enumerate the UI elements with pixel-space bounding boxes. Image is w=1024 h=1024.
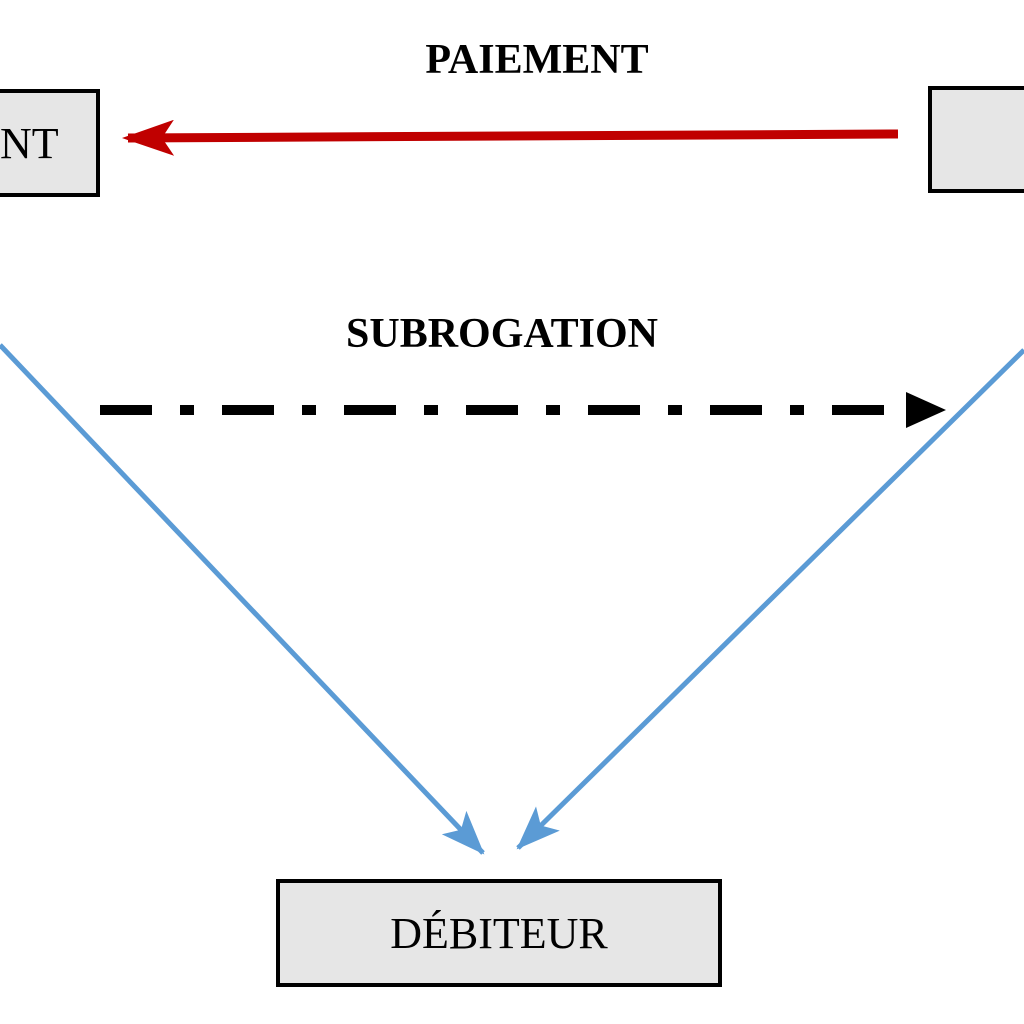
edge-paiement-arrow	[122, 119, 899, 156]
edge-paiement-label: PAIEMENT	[425, 37, 648, 83]
edge-subrogation: SUBROGATION	[100, 311, 946, 428]
node-bottom-box	[276, 879, 722, 987]
node-right-box	[928, 86, 1024, 193]
edge-left-to-bottom-arrow	[0, 343, 485, 855]
node-left-label: NT	[0, 119, 59, 168]
edge-subrogation-label: SUBROGATION	[346, 311, 658, 357]
node-left-box	[0, 89, 100, 197]
edge-paiement: PAIEMENT	[122, 37, 899, 156]
node-bottom-label: DÉBITEUR	[390, 909, 608, 958]
node-left: NT	[0, 89, 100, 197]
edge-left-to-bottom	[0, 343, 485, 855]
node-right	[928, 86, 1024, 193]
edge-right-to-bottom	[516, 348, 1024, 850]
edge-right-to-bottom-arrow	[516, 348, 1024, 850]
node-bottom: DÉBITEUR	[276, 879, 722, 987]
